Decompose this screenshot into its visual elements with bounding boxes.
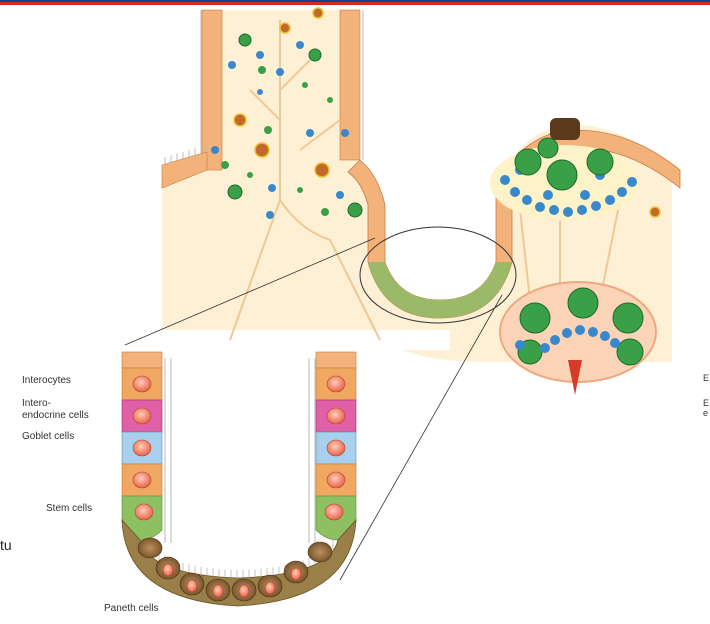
label-enteroendocrine-2: endocrine cells: [22, 410, 89, 421]
label-goblet-cells: Goblet cells: [22, 431, 74, 442]
cropped-left-text: tu: [0, 537, 12, 553]
label-paneth-cells: Paneth cells: [104, 603, 158, 614]
cropped-right-text-3: e: [703, 408, 708, 418]
lymph-node: [500, 282, 656, 395]
villus-left-epithelium: [196, 10, 222, 170]
label-enteroendocrine-1: Intero-: [22, 398, 51, 409]
villus-crypt-tissue: [125, 8, 680, 580]
cropped-right-text-1: E: [703, 373, 709, 383]
villus-right-epithelium: [340, 10, 366, 160]
crypt-right-column: [304, 352, 356, 543]
cropped-right-text-2: E: [703, 398, 709, 408]
peyers-patch-dome: [490, 118, 640, 221]
label-enterocytes: Interocytes: [22, 375, 71, 386]
label-stem-cells: Stem cells: [46, 503, 92, 514]
crypt-left-column: [122, 352, 174, 543]
zoomed-crypt: [122, 352, 356, 606]
